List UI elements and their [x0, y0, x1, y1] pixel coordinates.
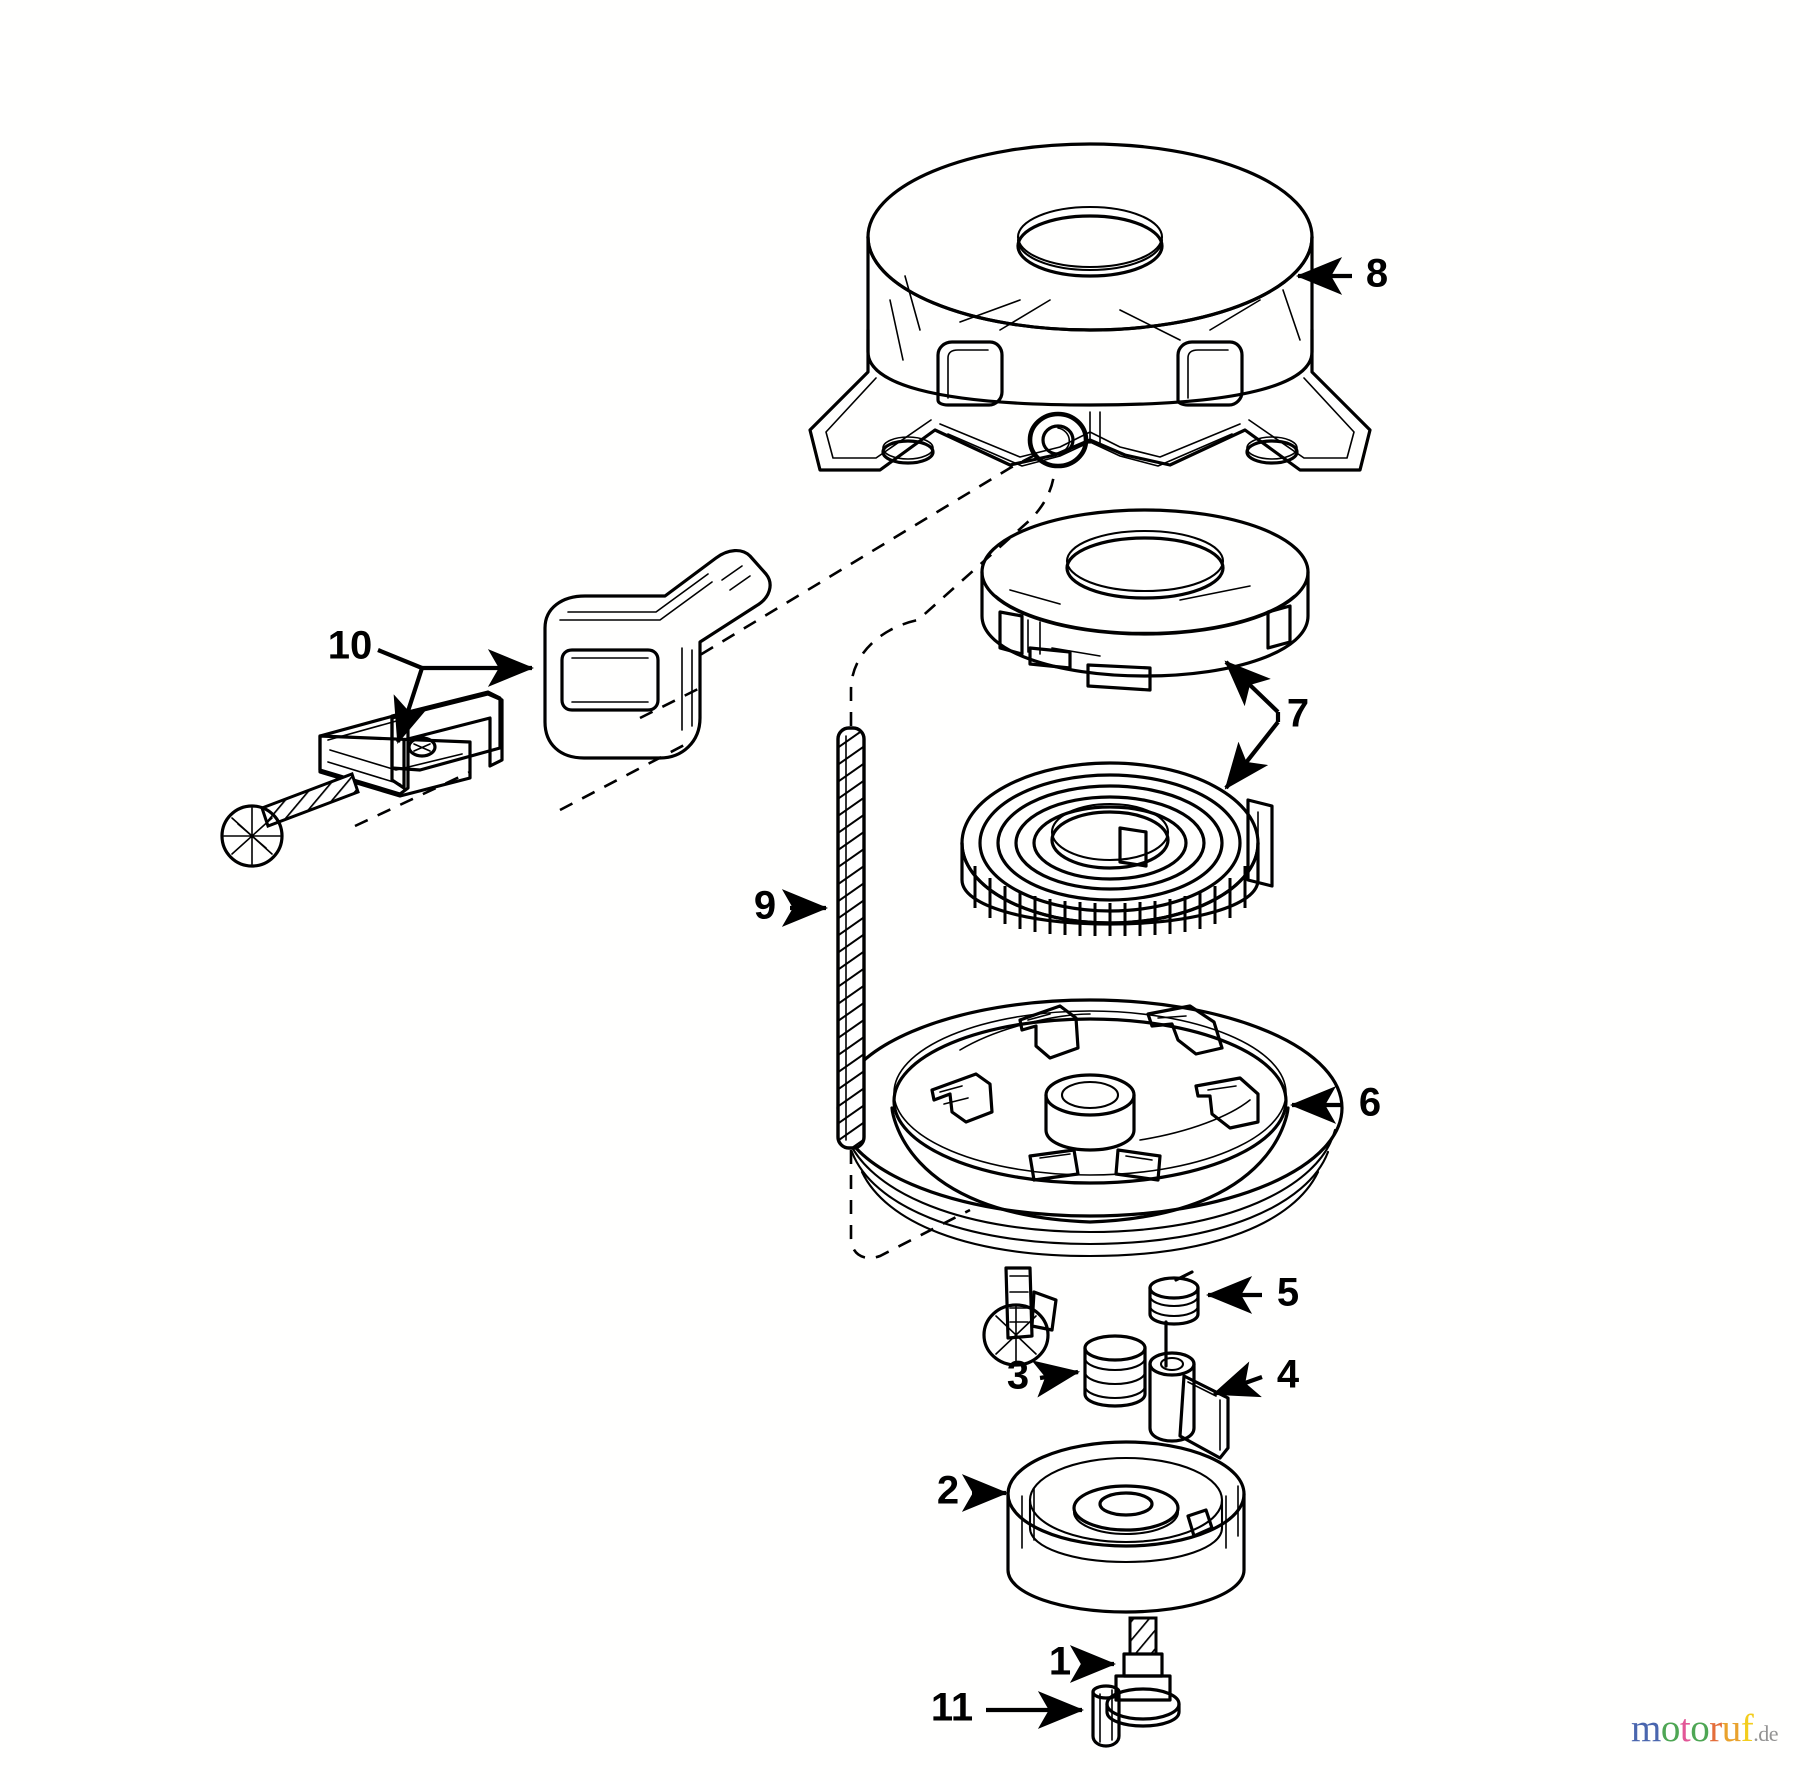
brake-shaft-assembly [982, 1266, 1058, 1367]
callout-label-8: 8 [1366, 252, 1388, 296]
part-8-starter-housing [808, 142, 1372, 472]
callout-label-5: 5 [1277, 1271, 1299, 1315]
part-6-rope-pulley [836, 998, 1344, 1258]
watermark-letter-m-0: m [1631, 1707, 1661, 1750]
part-1-shoulder-screw [1105, 1616, 1181, 1728]
callout-10-leader [377, 648, 535, 744]
part-4-starter-dog [1148, 1351, 1230, 1460]
callout-label-11: 11 [931, 1686, 973, 1730]
callout-label-7: 7 [1287, 692, 1309, 736]
callout-label-4: 4 [1277, 1353, 1300, 1397]
callout-label-3: 3 [1007, 1354, 1029, 1398]
watermark-suffix: .de [1753, 1721, 1778, 1746]
callout-label-2: 2 [937, 1469, 959, 1513]
callout-7-leader [1224, 660, 1281, 790]
part-3-brake-spring [1083, 1334, 1147, 1408]
watermark-letter-o-3: o [1690, 1707, 1710, 1750]
watermark-letter-t-2: t [1679, 1707, 1691, 1750]
part-10-starter-handle [543, 549, 772, 760]
watermark-letter-f-6: f [1740, 1707, 1754, 1750]
assembly-dashed-lines [354, 453, 1056, 1260]
callout-3-leader [1031, 1360, 1081, 1398]
part-2-brake-retainer [1006, 1440, 1246, 1614]
part-7-recoil-spring [960, 761, 1274, 936]
watermark-letter-u-5: u [1721, 1707, 1742, 1750]
callout-number-labels: 1 2 3 4 5 6 7 8 9 10 11 [328, 252, 1388, 1730]
callout-label-6: 6 [1359, 1081, 1381, 1125]
callout-label-9: 9 [754, 884, 776, 928]
motoruf-watermark: motoruf.de [1631, 1706, 1778, 1751]
part-7-spring-cover [980, 508, 1310, 692]
watermark-letter-o-1: o [1660, 1707, 1681, 1750]
callout-4-leader [1212, 1361, 1263, 1398]
callout-label-1: 1 [1049, 1640, 1071, 1684]
callout-label-10: 10 [328, 624, 373, 668]
watermark-letter-r-4: r [1709, 1707, 1722, 1750]
handle-insert-screw [220, 772, 360, 868]
part-10-handle-insert [318, 690, 504, 798]
part-9-starter-rope [836, 726, 866, 1150]
part-11-roll-pin [1091, 1684, 1121, 1748]
